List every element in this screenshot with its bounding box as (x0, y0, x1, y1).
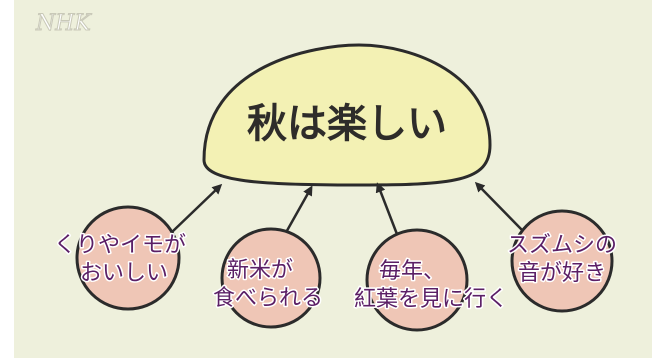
topic-line: くりやイモが (54, 233, 186, 258)
topic-node-3: 毎年、 紅葉を見に行く (352, 228, 510, 332)
topic-line: 新米が (227, 258, 293, 283)
slide-canvas: NHK 秋は楽しい くりやイモが おいしい 新米が 食べられる 毎年、 紅葉を見… (14, 0, 652, 358)
topic-node-2: 新米が 食べられる (211, 227, 325, 329)
nhk-logo: NHK (35, 11, 92, 36)
arrow-4 (474, 181, 523, 231)
main-idea-shape (202, 43, 492, 187)
main-idea-label: 秋は楽しい (247, 101, 447, 147)
topic-line: スズムシの (507, 233, 617, 258)
idea-map-diagram: NHK 秋は楽しい くりやイモが おいしい 新米が 食べられる 毎年、 紅葉を見… (35, 11, 619, 332)
arrow-2 (282, 185, 313, 237)
topic-line: 紅葉を見に行く (354, 287, 508, 312)
topic-line: 音が好き (518, 261, 606, 286)
topic-node-1: くりやイモが おいしい (52, 205, 188, 311)
arrow-3 (375, 182, 402, 243)
topic-line: おいしい (80, 261, 168, 286)
topic-line: 食べられる (213, 286, 323, 311)
topic-node-4: スズムシの 音が好き (505, 209, 619, 313)
topic-line: 毎年、 (379, 259, 445, 284)
arrow-1 (171, 183, 223, 233)
